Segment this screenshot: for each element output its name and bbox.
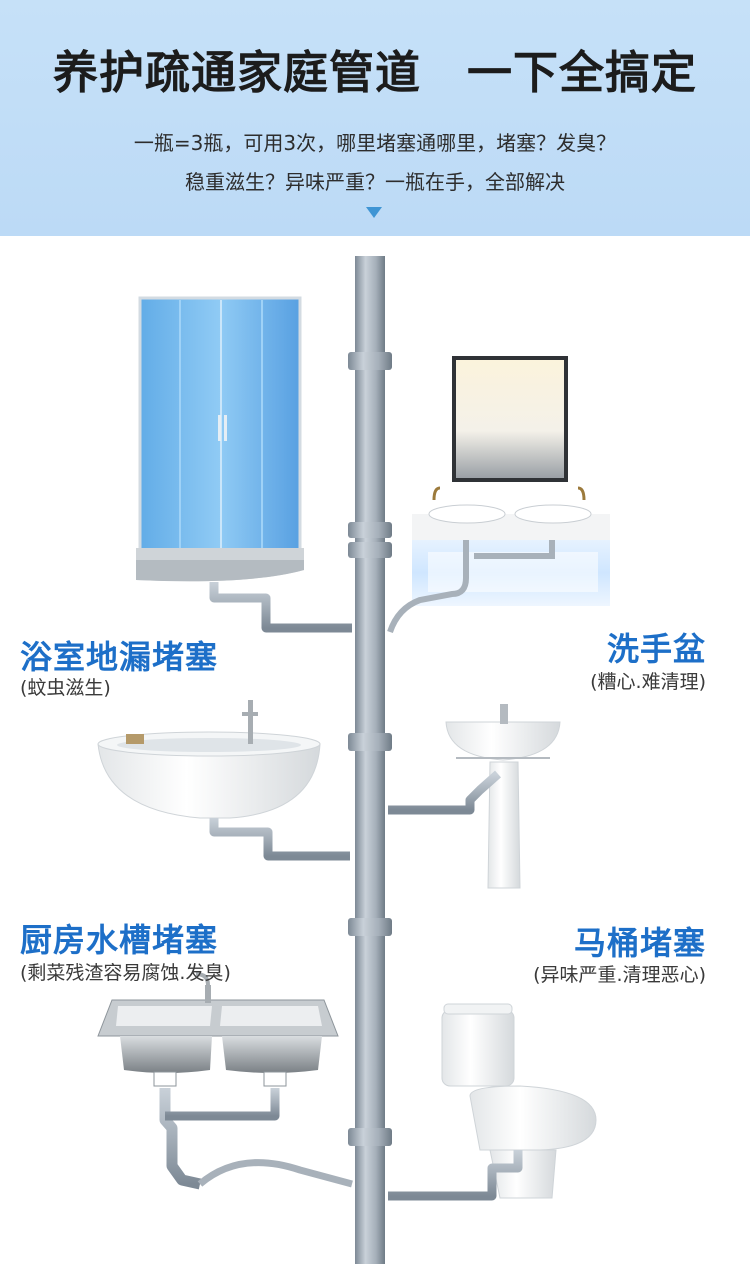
subtitle-line-2: 稳重滋生？异味严重？一瓶在手，全部解决	[185, 170, 565, 194]
down-arrow-icon	[366, 207, 382, 218]
sink-drain-pipe	[159, 1088, 202, 1190]
plumbing-scene: 浴室地漏堵塞 (蚊虫滋生) 洗手盆 (糟心.难清理) 厨房水槽堵塞 (剩菜残渣容…	[0, 236, 750, 1264]
sink-flex-hose	[197, 1159, 353, 1188]
toilet-label: 马桶堵塞	[573, 924, 706, 962]
double-vanity	[412, 486, 610, 606]
subtitle-line-1: 一瓶=3瓶，可用3次，哪里堵塞通哪里，堵塞？发臭？	[133, 131, 617, 155]
main-drain-pipe	[348, 256, 392, 1264]
vanity-drain-pipe-2	[474, 540, 555, 559]
pedestal-basin	[445, 704, 561, 889]
bathroom-drain-label: 浴室地漏堵塞	[20, 638, 219, 676]
kitchen-sink-label: 厨房水槽堵塞	[20, 921, 219, 959]
page-title: 养护疏通家庭管道 一下全搞定	[52, 46, 697, 99]
toilet-desc: (异味严重.清理恶心)	[533, 964, 706, 986]
plumbing-illustration	[97, 256, 610, 1264]
basin-drain-pipe	[388, 770, 501, 815]
bathtub-drain-pipe	[209, 818, 350, 861]
toilet-drain-pipe	[388, 1150, 523, 1201]
bathroom-drain-desc: (蚊虫滋生)	[20, 677, 111, 699]
vanity-drain-pipe	[387, 540, 469, 634]
shower-drain-pipe	[209, 582, 352, 633]
basin-desc: (糟心.难清理)	[590, 671, 706, 693]
basin-label: 洗手盆	[606, 630, 706, 668]
kitchen-sink-desc: (剩菜残渣容易腐蚀.发臭)	[20, 962, 231, 984]
kitchen-sink	[97, 972, 339, 1087]
sink-drain-pipe-2	[165, 1088, 280, 1121]
mirror	[452, 356, 568, 482]
toilet	[441, 1003, 597, 1199]
shower-enclosure	[136, 296, 304, 582]
bathtub	[97, 700, 321, 819]
header-banner: 养护疏通家庭管道 一下全搞定 一瓶=3瓶，可用3次，哪里堵塞通哪里，堵塞？发臭？…	[0, 0, 750, 236]
